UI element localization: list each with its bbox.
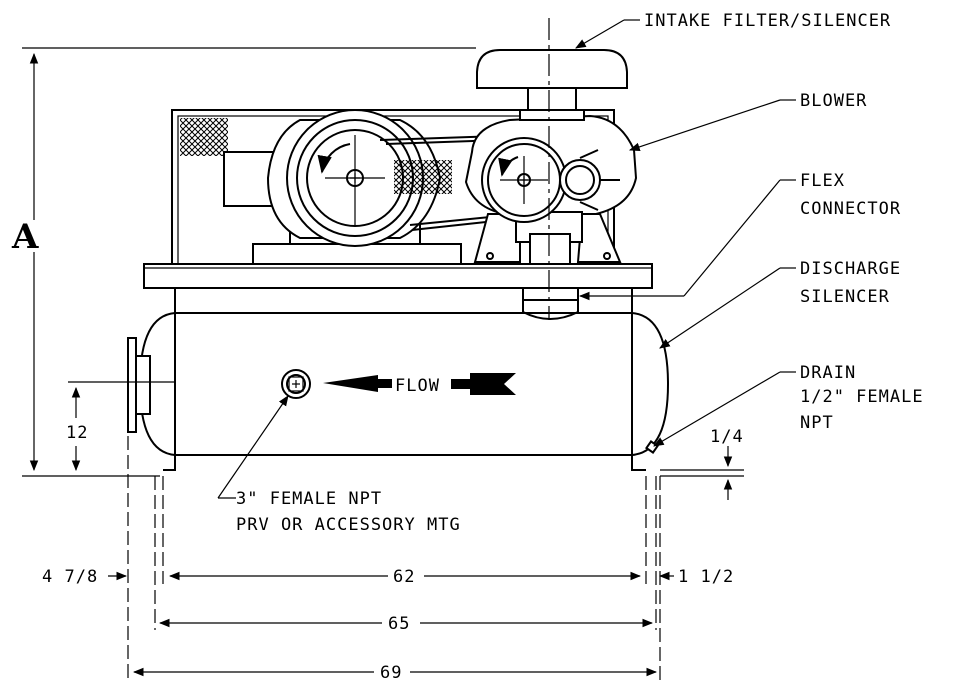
flow-label: FLOW — [395, 376, 440, 396]
leader-npt — [217, 395, 289, 499]
callout-drain-line3: NPT — [800, 413, 834, 433]
intake-filter-silencer — [476, 49, 628, 121]
flex-connector — [522, 287, 579, 320]
dim-label-62: 62 — [393, 567, 415, 587]
dim-height-a — [22, 47, 476, 477]
dim-label-a: A — [11, 217, 39, 257]
drive-pulley — [266, 109, 452, 247]
callout-discharge-line1: DISCHARGE — [800, 259, 901, 279]
guard-mesh-right — [394, 160, 452, 194]
dim-label-69: 69 — [380, 663, 402, 683]
callout-intake-filter: INTAKE FILTER/SILENCER — [644, 11, 891, 31]
callout-blower: BLOWER — [800, 91, 867, 111]
base-plate — [143, 263, 653, 289]
callout-npt-line2: PRV OR ACCESSORY MTG — [236, 515, 461, 535]
flow-arrow-left — [323, 375, 392, 392]
callout-flex-line2: CONNECTOR — [800, 199, 901, 219]
prv-port — [281, 369, 311, 399]
dim-inlet-height — [68, 381, 174, 472]
callout-discharge-line2: SILENCER — [800, 287, 890, 307]
dim-label-1-1-2: 1 1/2 — [678, 567, 734, 587]
dim-label-quarter: 1/4 — [710, 427, 744, 447]
dim-label-12: 12 — [66, 423, 88, 443]
dim-label-65: 65 — [388, 614, 410, 634]
leader-flex — [578, 179, 796, 301]
leader-discharge — [659, 267, 796, 349]
flow-arrow-right — [451, 373, 516, 395]
callout-drain-line2: 1/2" FEMALE — [800, 387, 924, 407]
dim-extension-lines — [127, 436, 661, 680]
guard-mesh-left — [180, 118, 228, 156]
callout-npt-line1: 3" FEMALE NPT — [236, 489, 382, 509]
support-feet — [163, 288, 646, 471]
dim-label-4-7-8: 4 7/8 — [42, 567, 98, 587]
callout-drain-line1: DRAIN — [800, 363, 856, 383]
blower — [464, 114, 638, 265]
callout-flex-line1: FLEX — [800, 171, 845, 191]
leader-blower — [628, 99, 796, 152]
dim-foot-offset — [660, 446, 744, 500]
leader-intake — [575, 19, 640, 49]
leader-drain — [653, 371, 796, 447]
